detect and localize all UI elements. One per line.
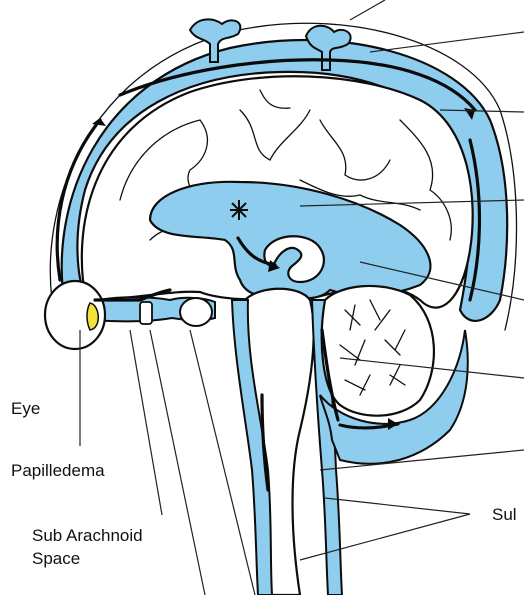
chiasm-bulb: [180, 298, 212, 326]
label-sub-arachnoid-1: Sub Arachnoid: [32, 526, 143, 545]
label-papilledema: Papilledema: [11, 461, 105, 480]
label-sub-arachnoid-2: Space: [32, 549, 80, 568]
optic-nerve-ring: [140, 302, 152, 324]
label-right-partial: Sul: [492, 505, 517, 524]
foramen-star: [230, 200, 248, 220]
label-eye: Eye: [11, 399, 40, 418]
cerebellum: [322, 286, 434, 416]
